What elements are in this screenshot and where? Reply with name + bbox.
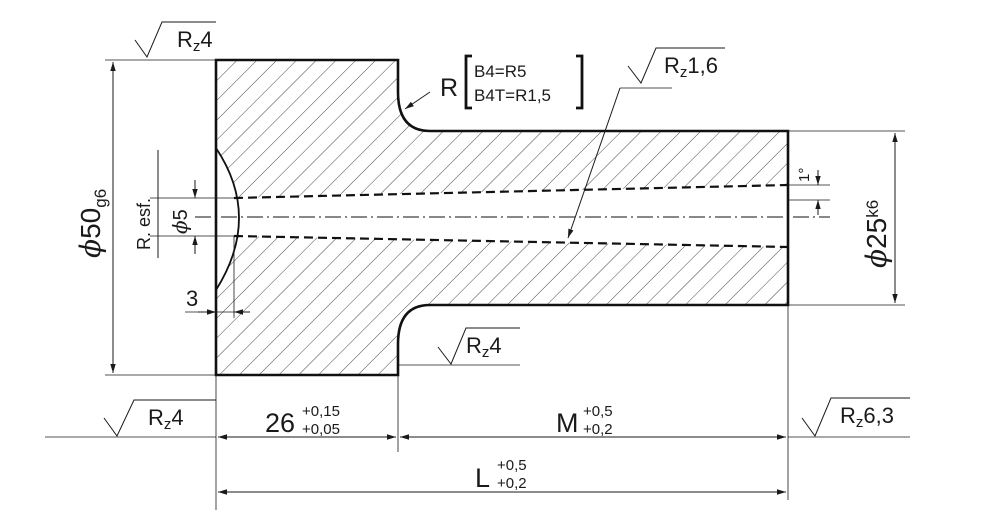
bore-hole (234, 185, 788, 247)
finish-symbol-icon (134, 21, 216, 59)
finish-symbol-icon (103, 399, 216, 437)
part-section (195, 58, 830, 377)
radius-letter: R (440, 74, 458, 102)
radius-line-2: B4T=R1,5 (474, 86, 551, 105)
radius-line-1: B4=R5 (474, 62, 526, 81)
dimension-lines (45, 62, 910, 495)
finish-symbol-icon (437, 327, 520, 365)
finish-label-right: Rz6,3 (840, 403, 894, 431)
length-M-lower: +0,2 (583, 421, 613, 438)
surface-finish-symbols (103, 21, 910, 438)
spherical-recess (215, 147, 240, 291)
extension-lines (105, 59, 905, 510)
length-26-lower: +0,05 (302, 421, 340, 438)
radius-callout (464, 54, 584, 110)
length-26-upper: +0,15 (302, 403, 340, 420)
length-M-value: M (556, 408, 579, 438)
length-26-value: 26 (265, 408, 295, 438)
finish-label-fillet: Rz4 (466, 333, 502, 361)
leader-fillet-top (404, 91, 431, 110)
spherical-radius-label: R. esf. (134, 198, 154, 250)
finish-symbol-icon (627, 47, 725, 84)
diameter-50-label: ϕ50g6 (74, 189, 110, 258)
diameter-25-label: ϕ25k6 (860, 200, 893, 268)
text-labels: Rz4 Rz4 Rz4 Rz1,6 Rz6,3 R B4=R5 B4T=R1,5… (74, 27, 894, 493)
length-L-lower: +0,2 (497, 475, 527, 492)
bore-line-bottom (233, 234, 789, 249)
finish-label-bore: Rz1,6 (664, 53, 718, 81)
finish-symbol-icon (801, 397, 910, 438)
length-L-value: L (475, 463, 490, 493)
diameter-5-label: ϕ5 (168, 209, 192, 234)
finish-label-bottom-left: Rz4 (148, 405, 184, 433)
depth-label: 3 (186, 286, 198, 311)
leaders (404, 87, 672, 366)
finish-label-top-left: Rz4 (177, 27, 213, 55)
bore-line-top (233, 183, 789, 200)
leader-bore (567, 87, 621, 239)
length-M-upper: +0,5 (583, 403, 613, 420)
length-L-upper: +0,5 (497, 457, 527, 474)
taper-angle-label: 1° (796, 168, 813, 182)
